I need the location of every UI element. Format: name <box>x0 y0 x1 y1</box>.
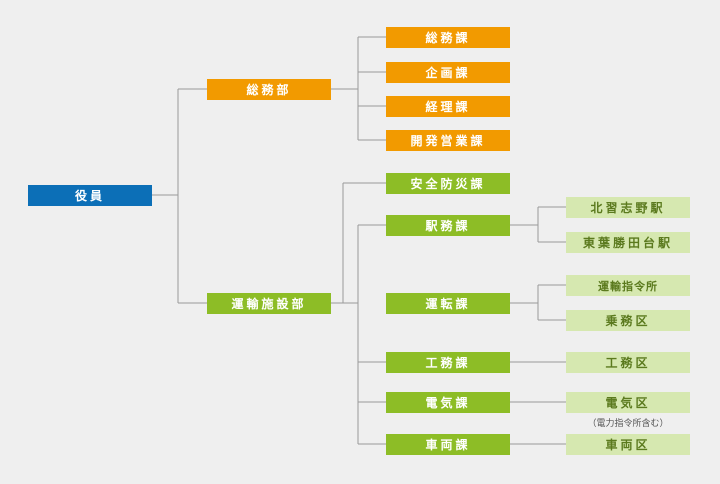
electric-office-note: （電力指令所含む） <box>587 419 669 429</box>
node-vehicle-office: 車両区 <box>566 434 690 455</box>
node-accounting-section: 経理課 <box>386 96 510 117</box>
node-board: 役員 <box>28 185 152 206</box>
node-transport-section: 運転課 <box>386 293 510 314</box>
node-general-affairs-dept: 総務部 <box>207 79 331 100</box>
node-tobakatsutadai-station: 東葉勝田台駅 <box>566 232 690 253</box>
node-general-section: 総務課 <box>386 27 510 48</box>
node-works-section: 工務課 <box>386 352 510 373</box>
node-works-office: 工務区 <box>566 352 690 373</box>
node-crew-office: 乗務区 <box>566 310 690 331</box>
node-dispatch-center: 運輸指令所 <box>566 275 690 296</box>
node-electric-office: 電気区 <box>566 392 690 413</box>
node-electric-section: 電気課 <box>386 392 510 413</box>
node-planning-section: 企画課 <box>386 62 510 83</box>
node-kitanarashino-station: 北習志野駅 <box>566 197 690 218</box>
node-operations-facilities-dept: 運輸施設部 <box>207 293 331 314</box>
node-development-sales-section: 開発営業課 <box>386 130 510 151</box>
node-vehicle-section: 車両課 <box>386 434 510 455</box>
node-safety-section: 安全防災課 <box>386 173 510 194</box>
node-station-section: 駅務課 <box>386 215 510 236</box>
